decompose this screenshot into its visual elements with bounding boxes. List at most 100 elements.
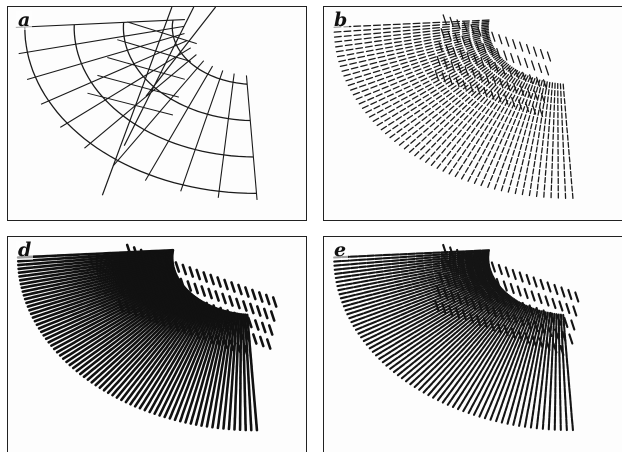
orientation-dash bbox=[50, 268, 57, 269]
orientation-dash bbox=[30, 289, 36, 290]
orientation-dash bbox=[517, 357, 519, 362]
orientation-dash bbox=[389, 122, 394, 125]
orientation-dash bbox=[406, 136, 410, 140]
orientation-dash bbox=[97, 294, 103, 296]
orientation-dash bbox=[454, 88, 459, 91]
orientation-dash bbox=[358, 331, 364, 334]
orientation-dash bbox=[112, 259, 119, 260]
orientation-dash bbox=[471, 353, 474, 357]
arm-cross bbox=[97, 75, 178, 97]
orientation-dash bbox=[63, 292, 69, 294]
orientation-dash bbox=[53, 333, 59, 336]
orientation-dash bbox=[374, 312, 380, 314]
orientation-dash bbox=[529, 191, 530, 196]
orientation-dash bbox=[444, 39, 450, 40]
orientation-dash bbox=[58, 271, 65, 272]
orientation-dash bbox=[87, 350, 92, 353]
orientation-dash bbox=[89, 269, 96, 270]
orientation-dash bbox=[442, 391, 445, 395]
orientation-dash bbox=[209, 326, 211, 331]
orientation-dash bbox=[352, 303, 358, 305]
orientation-dash bbox=[528, 161, 529, 166]
orientation-dash bbox=[83, 326, 88, 329]
orientation-dash bbox=[86, 366, 91, 370]
orientation-dash bbox=[193, 395, 195, 400]
orientation-dash bbox=[91, 279, 97, 280]
orientation-dash bbox=[372, 308, 378, 310]
grid-curve bbox=[123, 22, 250, 120]
orientation-dash bbox=[336, 46, 343, 47]
orientation-dash bbox=[98, 322, 103, 325]
orientation-dash bbox=[542, 89, 543, 94]
arm-dash bbox=[230, 297, 233, 306]
orientation-dash bbox=[200, 372, 202, 377]
orientation-dash bbox=[426, 120, 430, 124]
orientation-dash bbox=[448, 134, 452, 138]
orientation-dash bbox=[459, 362, 462, 366]
orientation-dash bbox=[60, 352, 65, 355]
orientation-dash bbox=[43, 276, 50, 277]
arm-dash bbox=[527, 45, 530, 54]
orientation-dash bbox=[401, 62, 407, 64]
orientation-dash bbox=[486, 367, 489, 372]
orientation-dash bbox=[448, 356, 452, 360]
arm-dash bbox=[513, 270, 516, 279]
orientation-dash bbox=[130, 393, 133, 397]
orientation-dash bbox=[407, 50, 413, 51]
orientation-dash bbox=[415, 85, 420, 88]
orientation-dash bbox=[211, 381, 212, 386]
orientation-dash bbox=[346, 49, 353, 50]
orientation-dash bbox=[472, 346, 475, 350]
orientation-dash bbox=[421, 371, 425, 375]
orientation-dash bbox=[523, 107, 525, 112]
orientation-dash bbox=[471, 375, 474, 380]
orientation-dash bbox=[112, 391, 116, 395]
orientation-dash bbox=[399, 310, 405, 312]
orientation-dash bbox=[96, 261, 103, 262]
orientation-dash bbox=[52, 281, 59, 282]
orientation-dash bbox=[157, 377, 160, 382]
orientation-dash bbox=[390, 335, 395, 338]
orientation-dash bbox=[398, 322, 404, 325]
orientation-dash bbox=[524, 115, 526, 120]
orientation-dash bbox=[497, 397, 499, 402]
orientation-dash bbox=[58, 340, 63, 343]
orientation-dash bbox=[396, 49, 402, 50]
orientation-dash bbox=[121, 374, 125, 378]
orientation-dash bbox=[473, 37, 479, 39]
orientation-dash bbox=[75, 348, 80, 351]
orientation-dash bbox=[213, 369, 214, 374]
orientation-dash bbox=[425, 255, 432, 256]
orientation-dash bbox=[474, 38, 480, 40]
orientation-dash bbox=[105, 269, 111, 270]
orientation-dash bbox=[463, 35, 469, 36]
orientation-dash bbox=[351, 88, 357, 90]
orientation-dash bbox=[387, 283, 393, 284]
orientation-dash bbox=[526, 76, 528, 81]
orientation-dash bbox=[366, 295, 372, 297]
arm-dash bbox=[225, 280, 228, 289]
orientation-dash bbox=[427, 51, 433, 53]
orientation-dash bbox=[341, 297, 347, 299]
orientation-dash bbox=[379, 356, 384, 359]
orientation-dash bbox=[419, 276, 425, 277]
orientation-dash bbox=[495, 403, 497, 408]
orientation-dash bbox=[70, 362, 75, 365]
orientation-dash bbox=[539, 133, 540, 138]
orientation-dash bbox=[455, 119, 459, 123]
orientation-dash bbox=[496, 357, 498, 362]
orientation-dash bbox=[411, 355, 416, 359]
orientation-dash bbox=[389, 79, 395, 81]
orientation-dash bbox=[81, 267, 88, 268]
orientation-dash bbox=[421, 283, 427, 285]
arm-dash bbox=[492, 263, 495, 272]
orientation-dash bbox=[113, 354, 117, 358]
orientation-dash bbox=[438, 373, 442, 377]
orientation-dash bbox=[112, 384, 116, 388]
orientation-dash bbox=[532, 360, 533, 365]
orientation-dash bbox=[399, 293, 405, 295]
orientation-dash bbox=[498, 122, 500, 127]
orientation-dash bbox=[427, 295, 433, 297]
orientation-dash bbox=[143, 350, 147, 354]
orientation-dash bbox=[461, 72, 466, 75]
